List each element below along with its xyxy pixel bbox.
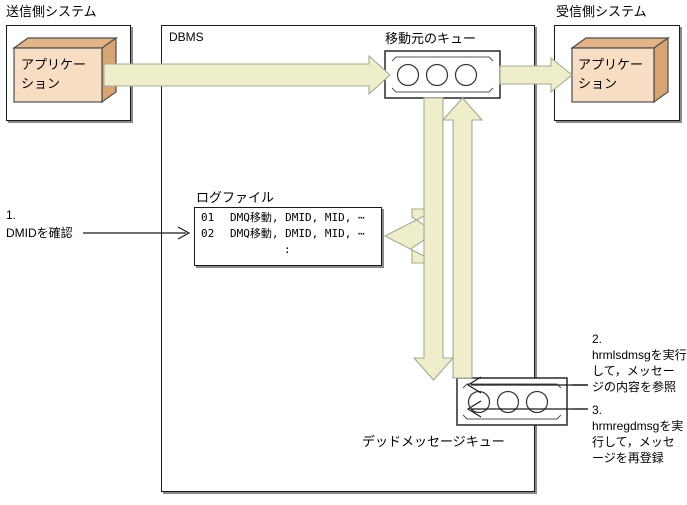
dbms-frame	[161, 25, 535, 492]
logfile-row-1-no: 02	[201, 227, 215, 240]
logfile-box	[194, 207, 382, 266]
logfile-row-0-text: DMQ移動, DMID, MID, ⋯	[230, 211, 365, 224]
application-right-label-line1: アプリケー	[578, 57, 644, 72]
application-right-label-line2: ション	[578, 76, 618, 91]
annotation-2-line-2: ジの内容を参照	[592, 380, 677, 394]
annotation-3-line-0: hrmregdmsgを実	[592, 419, 684, 433]
source-queue-label: 移動元のキュー	[385, 31, 477, 46]
receiving-system-frame	[554, 25, 680, 121]
dbms-label: DBMS	[169, 30, 204, 44]
dead-queue-label: デッドメッセージキュー	[362, 434, 505, 449]
annotation-2-line-0: hrmlsdmsgを実行	[592, 348, 687, 362]
application-left-label-line1: アプリケー	[21, 57, 87, 72]
annotation-1-text: DMIDを確認	[6, 226, 73, 240]
application-left-label-line2: ション	[21, 76, 61, 91]
annotation-3-line-2: ージを再登録	[592, 451, 664, 465]
logfile-row-0-no: 01	[201, 211, 215, 224]
sending-system-frame	[6, 25, 131, 121]
logfile-label: ログファイル	[196, 190, 275, 205]
logfile-row-1-text: DMQ移動, DMID, MID, ⋯	[230, 227, 365, 240]
receiving-system-title: 受信側システム	[556, 4, 647, 19]
annotation-2-line-1: して，メッセー	[592, 364, 675, 378]
annotation-1-number: 1.	[6, 208, 17, 222]
annotation-2-number: 2.	[592, 332, 603, 346]
annotation-3-line-1: 行して，メッセ	[592, 435, 675, 449]
logfile-continuation: :	[284, 243, 291, 256]
sending-system-title: 送信側システム	[6, 4, 97, 19]
annotation-3-number: 3.	[592, 403, 603, 417]
